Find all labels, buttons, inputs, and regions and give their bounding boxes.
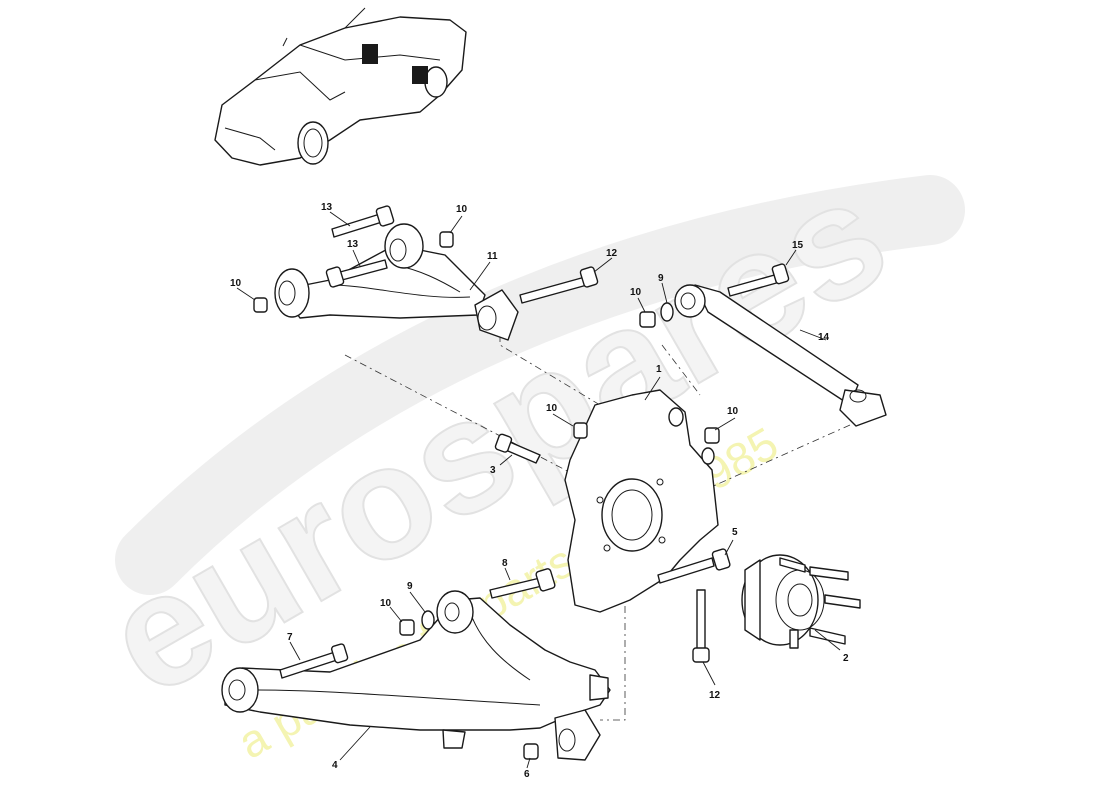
upper-control-arm	[274, 223, 519, 341]
callout-12-upper: 12	[606, 248, 618, 259]
leader-lines	[236, 211, 841, 769]
hub-carrier	[494, 389, 720, 613]
callout-10-upper-left: 10	[230, 278, 242, 289]
lower-control-arm	[221, 568, 611, 761]
callout-12-lower: 12	[709, 690, 721, 701]
callout-7: 7	[287, 632, 293, 643]
callout-14: 14	[818, 332, 830, 343]
callout-15: 15	[792, 240, 804, 251]
callout-13-lower: 13	[347, 239, 359, 250]
callout-11: 11	[487, 251, 498, 262]
callout-8: 8	[502, 558, 508, 569]
callout-10-knuckle-right: 10	[727, 406, 739, 417]
car-locator-illustration	[214, 7, 467, 166]
callout-10-knuckle-left: 10	[546, 403, 558, 414]
callout-9-lower: 9	[407, 581, 413, 592]
callout-10-upper-right: 10	[630, 287, 642, 298]
callout-4: 4	[332, 760, 338, 771]
callout-9-upper: 9	[658, 273, 664, 284]
callout-labels: 1 2 3 4 5 6 7 8 9 9 10 10 10 10 10 10 11…	[230, 202, 849, 780]
callout-6: 6	[524, 769, 530, 780]
callout-2: 2	[843, 653, 849, 664]
callout-10-upper-top: 10	[456, 204, 468, 215]
callout-3: 3	[490, 465, 496, 476]
callout-10-lower: 10	[380, 598, 392, 609]
upper-fasteners	[253, 205, 599, 313]
lateral-link	[639, 263, 887, 427]
callout-5: 5	[732, 527, 738, 538]
callout-1: 1	[656, 364, 662, 375]
callout-13-top: 13	[321, 202, 333, 213]
wheel-hub	[657, 548, 861, 663]
